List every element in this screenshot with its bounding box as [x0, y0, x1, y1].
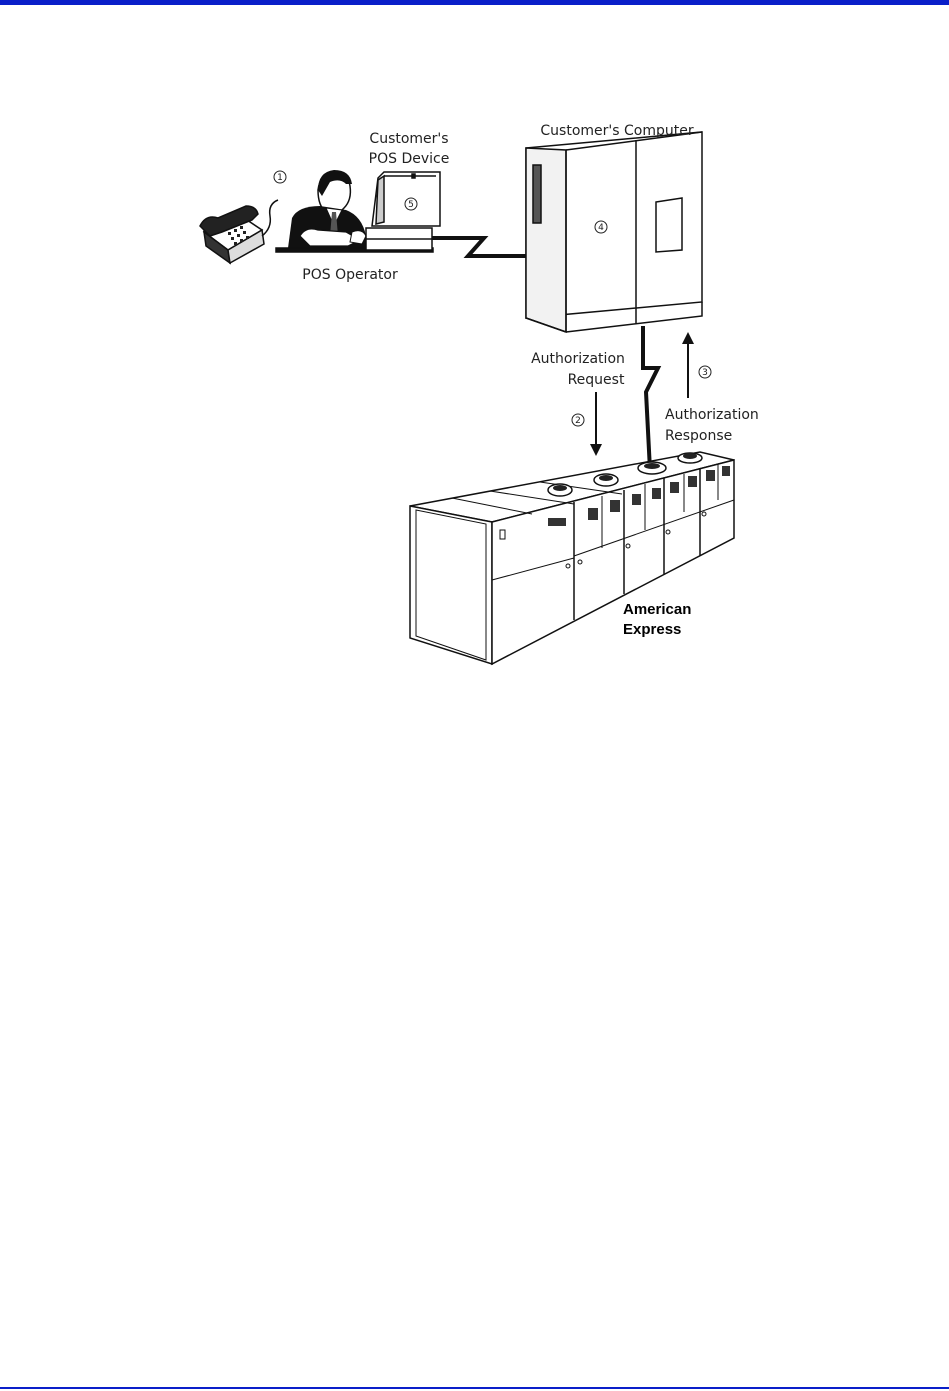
step-4-marker: 4: [598, 223, 604, 233]
bottom-rule: [0, 1387, 949, 1389]
amex-label-1: American: [623, 601, 691, 618]
step-3-marker: 3: [702, 368, 708, 378]
step-5-marker: 5: [408, 200, 414, 210]
computer-mainframe-link: [641, 326, 662, 471]
top-rule: [0, 0, 949, 5]
desk: [275, 227, 434, 253]
auth-response-label-1: Authorization: [665, 407, 759, 423]
computer-cabinet-icon: [525, 131, 703, 334]
pos-computer-link: [432, 236, 528, 258]
operator-figure: [288, 170, 368, 248]
amex-label-2: Express: [623, 621, 681, 638]
computer-label: Customer's Computer: [540, 123, 693, 139]
auth-request-label-2: Request: [568, 372, 625, 388]
telephone-icon: [199, 199, 279, 265]
step-2-marker: 2: [575, 416, 581, 426]
request-arrow: [590, 392, 602, 456]
auth-response-label-2: Response: [665, 428, 732, 444]
pos-terminal-icon: [371, 171, 441, 227]
auth-request-label-1: Authorization: [531, 351, 625, 367]
pos-device-label-1: Customer's: [369, 131, 448, 147]
pos-device-label-2: POS Device: [369, 151, 450, 167]
mainframe-icon: [409, 451, 735, 666]
operator-label: POS Operator: [302, 267, 398, 283]
response-arrow: [682, 332, 694, 398]
step-1-marker: 1: [277, 173, 283, 183]
